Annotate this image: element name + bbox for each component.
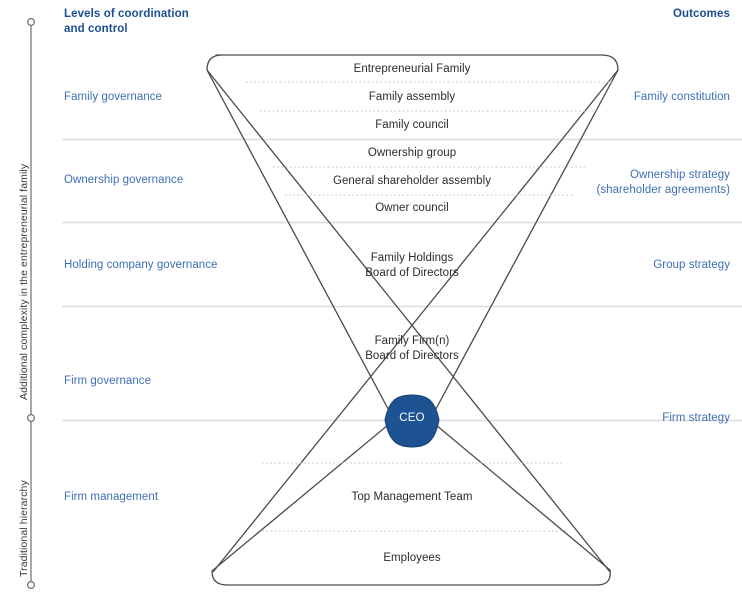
header-left-line2: and control bbox=[64, 23, 128, 35]
axis-marker-top bbox=[27, 18, 36, 27]
complexity-axis bbox=[27, 18, 36, 589]
node-ownership-group: Ownership group bbox=[367, 147, 457, 159]
ceo-node-shape bbox=[384, 394, 440, 448]
node-family-holdings-board: Family Holdings Board of Directors bbox=[262, 251, 562, 281]
outcome-label-ownership-strategy: Ownership strategy (shareholder agreemen… bbox=[596, 168, 730, 198]
node-entrepreneurial-family: Entrepreneurial Family bbox=[353, 63, 471, 75]
band-dividers bbox=[246, 81, 612, 532]
node-top-management-team: Top Management Team bbox=[351, 491, 473, 503]
axis-marker-bottom bbox=[27, 580, 36, 589]
crossing-line-right-down bbox=[212, 69, 619, 573]
outcome-label-ownership-strategy-line1: Ownership strategy bbox=[630, 169, 730, 181]
node-family-firm-board-line2: Board of Directors bbox=[365, 350, 459, 362]
node-family-holdings-board-line2: Board of Directors bbox=[365, 267, 459, 279]
node-family-council: Family council bbox=[375, 119, 449, 131]
axis-label-upper: Additional complexity in the entrepreneu… bbox=[18, 163, 30, 400]
level-label-family-governance: Family governance bbox=[64, 91, 163, 103]
outcome-label-ownership-strategy-line2: (shareholder agreements) bbox=[596, 184, 730, 196]
header-left: Levels of coordination and control bbox=[64, 7, 189, 37]
outcome-label-group-strategy: Group strategy bbox=[653, 259, 730, 271]
crossing-line-left-down bbox=[206, 69, 611, 573]
level-label-firm-management: Firm management bbox=[64, 491, 159, 503]
axis-label-lower: Traditional hierarchy bbox=[18, 480, 30, 577]
node-general-shareholder-assembly: General shareholder assembly bbox=[332, 175, 491, 187]
node-family-firm-board-line1: Family Firm(n) bbox=[374, 335, 450, 347]
node-family-holdings-board-line1: Family Holdings bbox=[370, 252, 454, 264]
level-label-firm-governance: Firm governance bbox=[64, 375, 152, 387]
header-left-line1: Levels of coordination bbox=[64, 8, 189, 20]
outcome-label-firm-strategy: Firm strategy bbox=[662, 412, 730, 424]
axis-marker-middle bbox=[27, 414, 36, 423]
node-employees: Employees bbox=[383, 552, 441, 564]
node-owner-council: Owner council bbox=[375, 202, 449, 214]
node-family-firm-board: Family Firm(n) Board of Directors bbox=[262, 334, 562, 364]
node-ceo: CEO bbox=[399, 412, 425, 424]
ceo-lens-path bbox=[384, 394, 440, 448]
node-family-assembly: Family assembly bbox=[368, 91, 456, 103]
level-label-ownership-governance: Ownership governance bbox=[64, 174, 184, 186]
crossing-lines bbox=[206, 69, 619, 573]
level-label-holding-company-governance: Holding company governance bbox=[64, 259, 218, 271]
upper-funnel-path bbox=[206, 54, 619, 421]
outcome-label-family-constitution: Family constitution bbox=[633, 91, 730, 103]
header-right: Outcomes bbox=[672, 8, 730, 20]
lower-funnel-path bbox=[211, 419, 611, 586]
